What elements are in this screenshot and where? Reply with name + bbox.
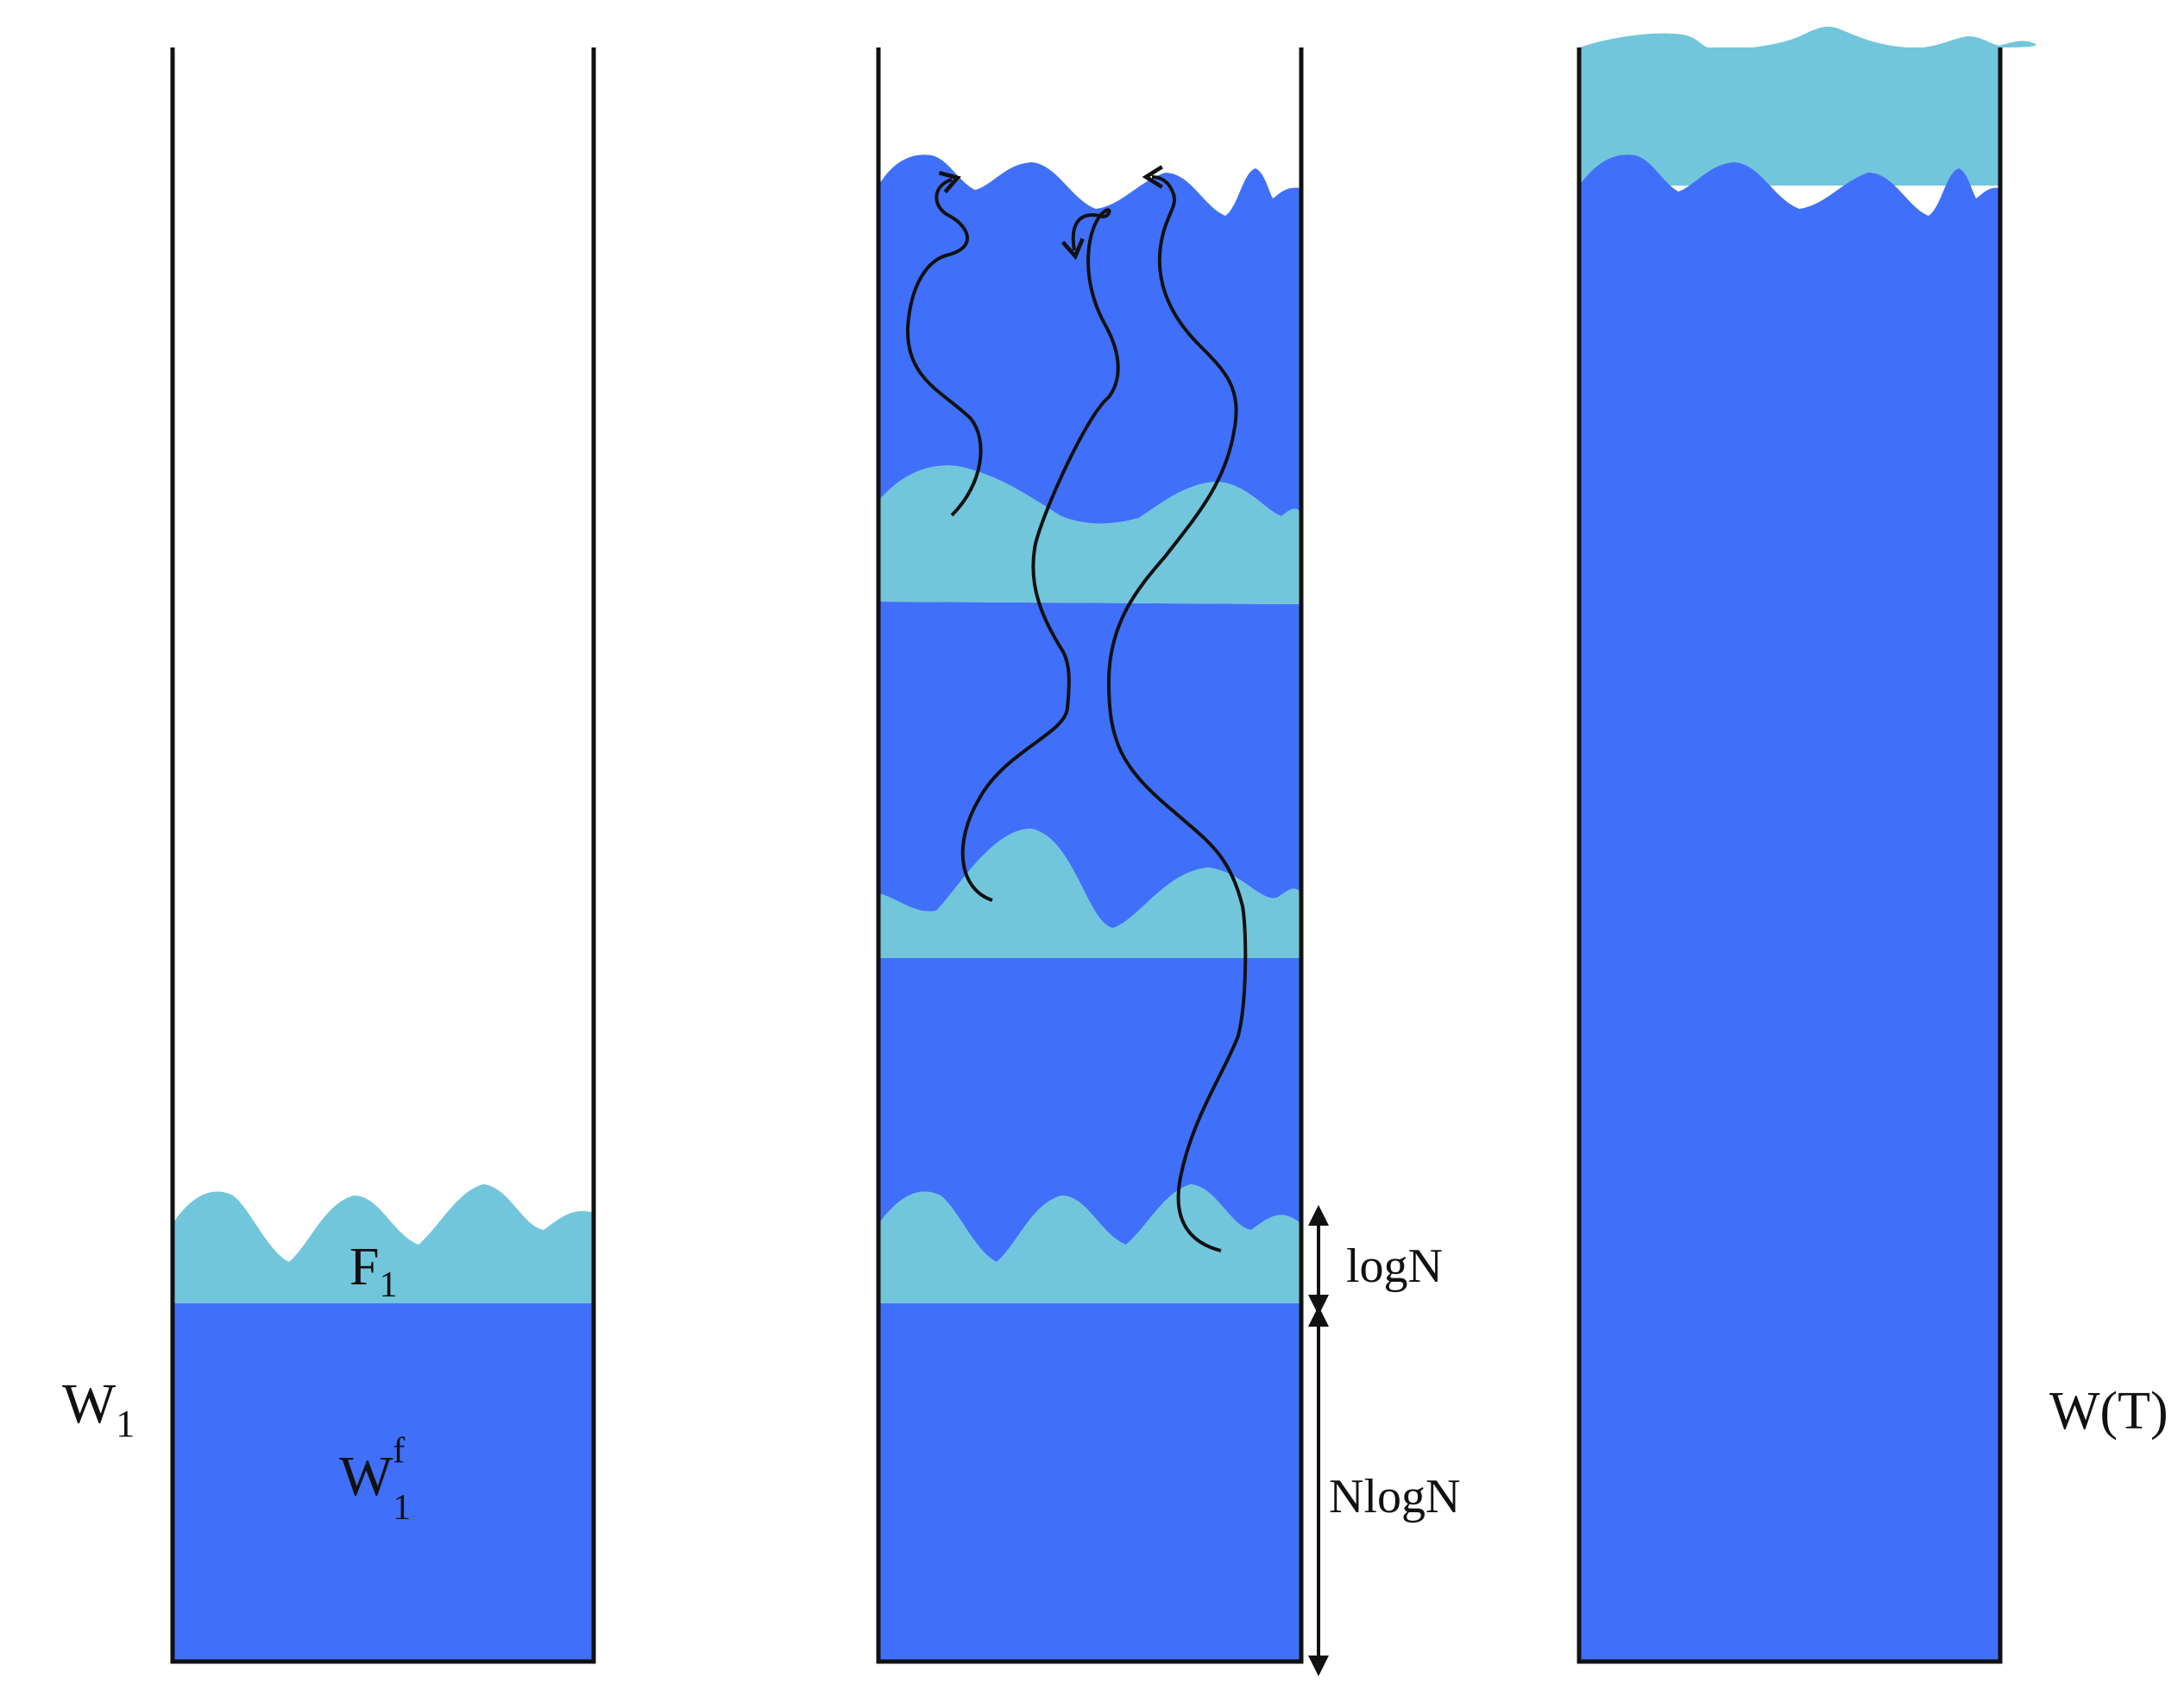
wavy-path-arrow-icon: [1106, 165, 1248, 1252]
column-2-front-layer-1: [878, 1184, 1301, 1303]
column-2-frozen-layer-3: [878, 602, 1301, 928]
column-1-front-region: [173, 1184, 594, 1303]
column-3-frozen-region: [1579, 155, 2000, 1662]
label-w1: W1: [62, 1372, 135, 1445]
column-1-walls: [170, 47, 596, 1664]
wavy-path-arrow-icon: [905, 170, 983, 517]
column-2-frozen-layer-2: [878, 958, 1301, 1262]
column-2-walls: [876, 47, 1304, 1664]
column-2-front-layer-3: [878, 465, 1301, 604]
column-2: [876, 47, 1304, 1664]
column-2-frozen-bottom: [878, 1303, 1301, 1662]
column-2-frozen-layer-4: [878, 155, 1301, 524]
label-wt: W(T): [2049, 1382, 2168, 1441]
column-3-front-band: [1579, 47, 2000, 186]
label-logn: logN: [1346, 1239, 1443, 1293]
column-2-front-layer-2: [878, 829, 1301, 958]
wavy-path-arrow-icon: [960, 208, 1120, 902]
column-3: [1577, 26, 2036, 1664]
label-f1: F1: [349, 1238, 397, 1305]
label-nlogn: NlogN: [1329, 1470, 1460, 1523]
column-3-walls: [1577, 47, 2003, 1664]
column-1-frozen-region: [173, 1303, 594, 1662]
column-1: [170, 47, 596, 1664]
